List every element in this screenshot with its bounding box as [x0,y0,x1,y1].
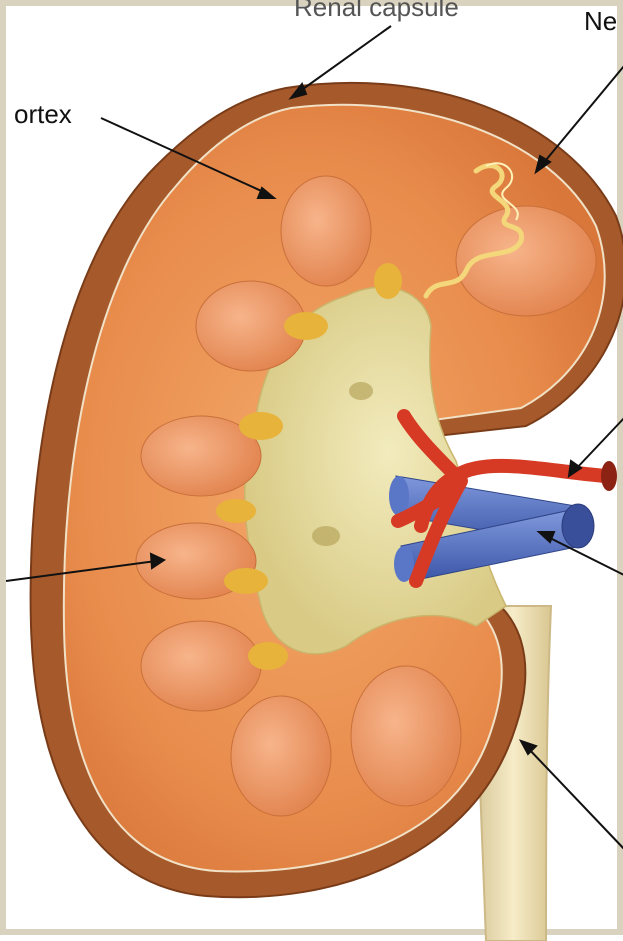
papilla [248,642,288,670]
pyramid [281,176,371,286]
kidney-illustration [6,6,623,941]
pyramid [351,666,461,806]
papilla [284,312,328,340]
pyramid [141,621,261,711]
label-cortex: ortex [14,101,72,127]
label-nephron: Ne [584,8,617,34]
pyramid [231,696,331,816]
papilla [374,263,402,299]
papilla [216,499,256,523]
label-renal-capsule: Renal capsule [294,0,459,20]
papilla [224,568,268,594]
papilla [239,412,283,440]
